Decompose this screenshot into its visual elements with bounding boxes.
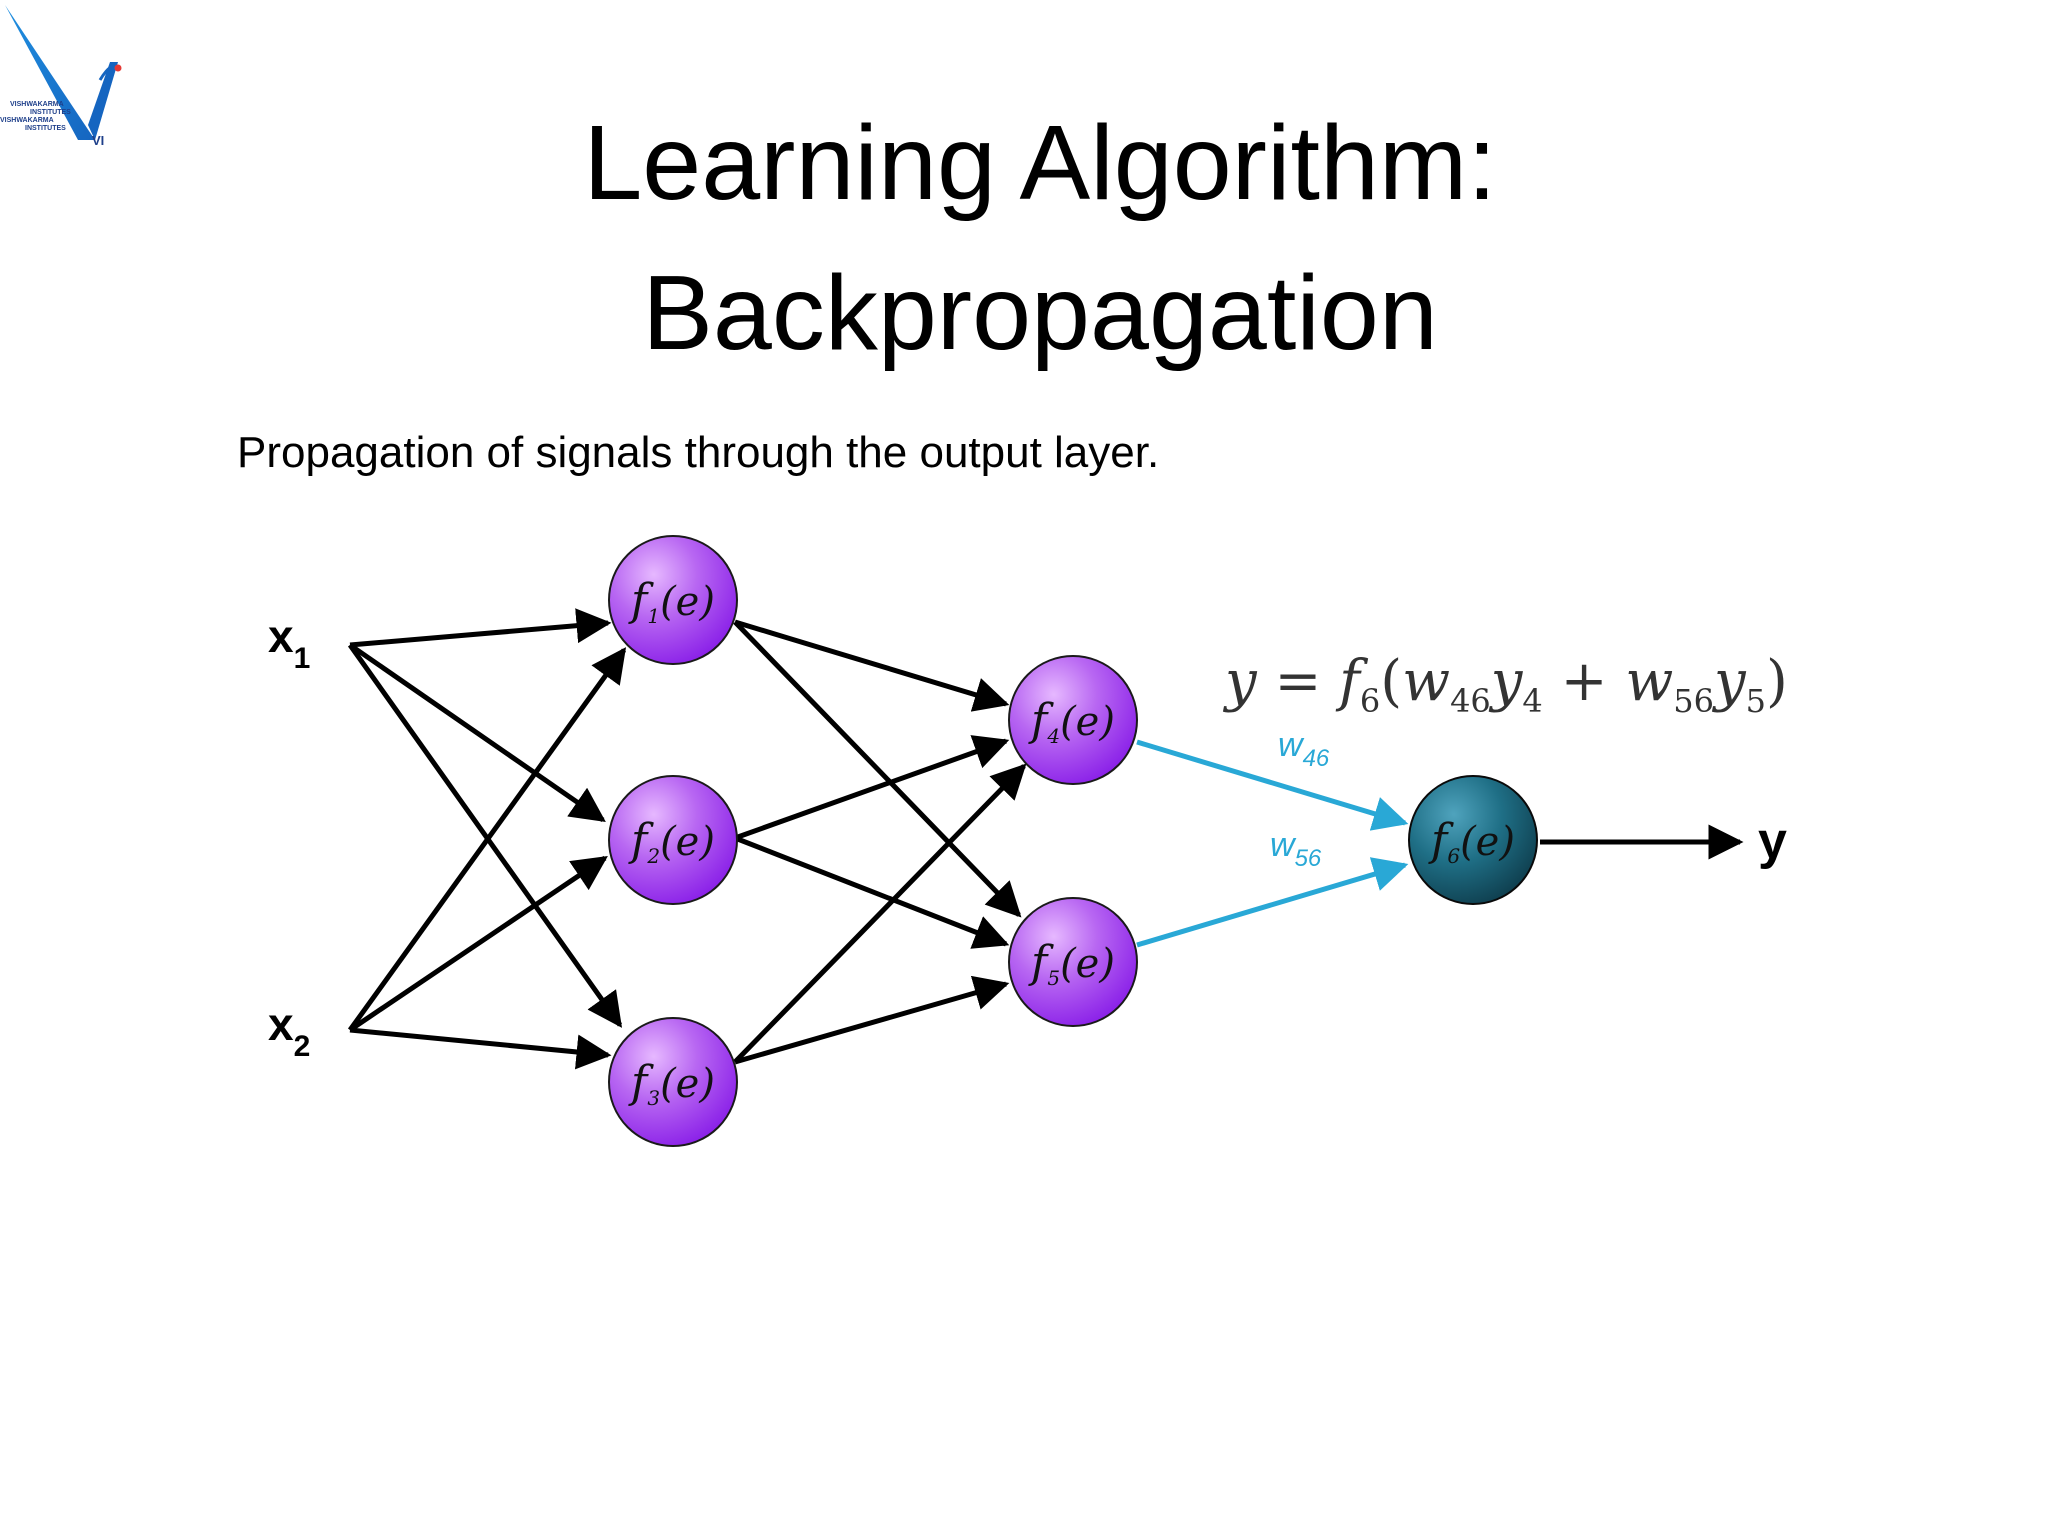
edge-x1-f2 (348, 642, 606, 823)
input-x1-label: x1 (268, 610, 310, 675)
node-f2: f2(e) (608, 775, 738, 905)
logo-text-line: INSTITUTES (30, 109, 71, 116)
node-f1-circle (608, 535, 738, 665)
slide-subtitle: Propagation of signals through the outpu… (237, 428, 1160, 477)
institute-logo: VISHWAKARMA INSTITUTES VISHWAKARMA INSTI… (0, 5, 122, 148)
node-f3-circle (608, 1017, 738, 1147)
node-f1-label: f1(e) (628, 575, 715, 628)
slide-title: Learning Algorithm: Backpropagation (0, 88, 2048, 388)
node-f2-circle (608, 775, 738, 905)
logo-mark-text: VI (92, 133, 104, 148)
output-weight-edges (1136, 739, 1409, 948)
node-f5-label: f5(e) (1028, 937, 1115, 990)
edge-f3-f4 (733, 763, 1027, 1064)
edge-f3-f5 (734, 975, 1010, 1065)
edge-x2-f1 (347, 647, 627, 1032)
edge-f1-f4 (734, 619, 1010, 712)
edge-x2-f2 (348, 855, 608, 1033)
node-f3-label: f3(e) (628, 1057, 715, 1110)
node-f6-label: f6(e) (1428, 815, 1515, 868)
node-f5-circle (1008, 897, 1138, 1027)
node-f4-circle (1008, 655, 1138, 785)
node-f3: f3(e) (608, 1017, 738, 1147)
logo-dot (114, 64, 122, 72)
logo-v-mark (5, 5, 95, 140)
node-f2-label: f2(e) (628, 815, 715, 868)
logo-text-line: VISHWAKARMA (10, 101, 64, 108)
output-y-label: y (1758, 812, 1787, 870)
node-f4-label: f4(e) (1028, 695, 1115, 748)
input-x2-label: x2 (268, 998, 310, 1063)
edge-x1-f1 (349, 608, 612, 648)
weight-w46-label: w46 (1278, 726, 1330, 772)
logo-text-line: INSTITUTES (25, 125, 66, 132)
node-f6: f6(e) (1408, 775, 1538, 905)
hidden-edges (733, 619, 1027, 1065)
slide-title-line-2: Backpropagation (642, 254, 1438, 372)
edge-f5-f6 (1136, 857, 1409, 948)
output-formula: y = f6(w46y4 + w56y5) (1222, 649, 1788, 720)
weight-w56-label: w56 (1270, 826, 1322, 872)
edge-x1-f3 (347, 643, 623, 1028)
edge-f2-f4 (734, 735, 1010, 841)
node-f1: f1(e) (608, 535, 738, 665)
edge-f4-f6 (1136, 739, 1409, 831)
logo-wing-mark (88, 62, 118, 140)
node-f5: f5(e) (1008, 897, 1138, 1027)
logo-text-line: VISHWAKARMA (0, 117, 54, 124)
node-f6-circle (1408, 775, 1538, 905)
slide-title-line-1: Learning Algorithm: (583, 104, 1497, 222)
edge-x2-f3 (349, 1027, 612, 1070)
edge-f2-f5 (734, 835, 1010, 949)
input-edges (347, 608, 627, 1070)
edge-f1-f5 (733, 620, 1022, 918)
node-f4: f4(e) (1008, 655, 1138, 785)
